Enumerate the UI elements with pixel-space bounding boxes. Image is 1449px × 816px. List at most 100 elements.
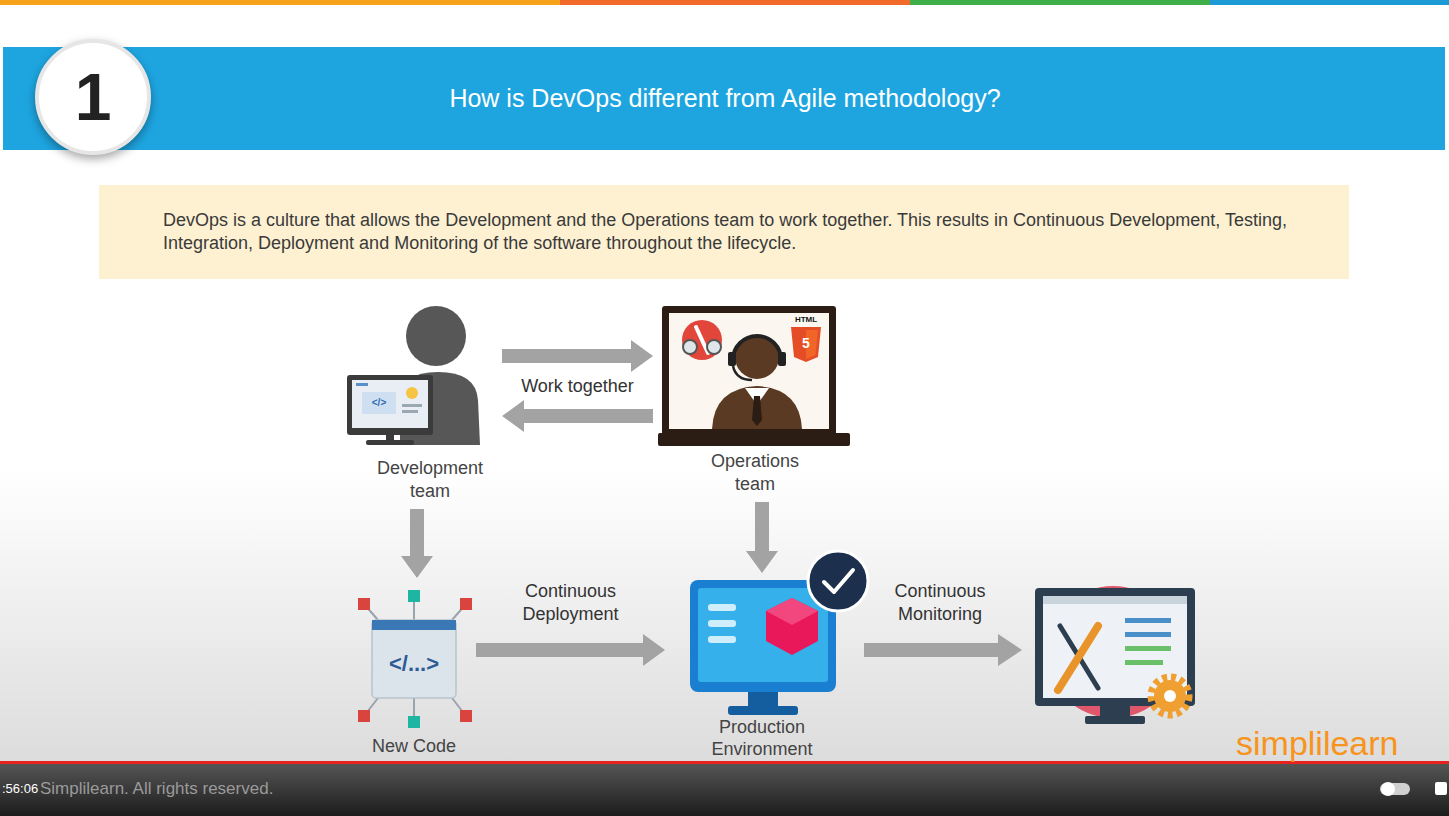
code-icon-part — [358, 710, 370, 722]
developer-icon-part — [352, 380, 428, 428]
server-icon-part — [824, 570, 853, 592]
player-controls-part — [1435, 782, 1447, 795]
developer-icon-part — [362, 392, 396, 414]
node-text: DevOps is a culture that allows the Deve… — [163, 209, 1313, 255]
monitoring-icon-part — [1043, 596, 1187, 604]
developer-icon-part — [406, 387, 418, 399]
color-stripe-part — [560, 0, 910, 5]
server-icon-part — [766, 598, 818, 655]
server-icon-part — [766, 598, 818, 625]
icon-text: HTML — [791, 315, 821, 325]
monitoring-icon-part — [1125, 646, 1171, 651]
server-icon-part — [728, 706, 798, 715]
color-stripe-part — [910, 0, 1210, 5]
node-text: New Code — [359, 735, 469, 758]
developer-icon-part — [347, 375, 433, 435]
developer-icon-part — [356, 383, 368, 386]
operations-icon — [658, 306, 850, 446]
flow-arrow — [476, 634, 665, 666]
monitoring-icon-part — [1164, 690, 1176, 702]
monitoring-icon-part — [1125, 618, 1171, 623]
flow-arrow — [746, 502, 778, 573]
server-icon-part — [698, 588, 828, 682]
color-stripe-part — [1210, 0, 1449, 5]
operations-icon-part — [662, 306, 836, 436]
operations-icon-part — [682, 320, 722, 360]
server-icon-part — [708, 604, 736, 611]
player-bar — [0, 764, 1449, 816]
definition-box: DevOps is a culture that allows the Deve… — [99, 185, 1349, 279]
title-band — [3, 47, 1445, 150]
player-controls — [1380, 782, 1447, 796]
operations-icon-part — [683, 340, 697, 354]
copyright-note: Simplilearn. All rights reserved. — [40, 779, 370, 799]
player-controls-part — [1380, 783, 1410, 795]
operations-icon-part — [658, 433, 850, 446]
monitoring-icon-part — [1125, 632, 1171, 637]
edge-label: Work together — [493, 375, 663, 398]
code-icon-part — [358, 598, 370, 610]
developer-icon-part — [366, 440, 414, 445]
operations-icon-part — [728, 352, 736, 366]
progress-line — [0, 761, 1449, 764]
node-text: Operations team — [695, 450, 815, 496]
developer-icon-part — [406, 306, 466, 366]
operations-icon-part — [733, 366, 752, 380]
code-icon-part — [364, 598, 466, 722]
player-controls-part — [1381, 782, 1395, 796]
operations-icon-part — [778, 352, 786, 366]
environment-node: Production Environment — [667, 575, 857, 764]
team-node: Operations team — [655, 302, 855, 500]
step-number: 1 — [35, 39, 151, 155]
flow-arrow — [502, 340, 653, 372]
monitoring-arrow — [864, 634, 1022, 666]
server-icon-part — [708, 636, 736, 643]
node-text: Production Environment — [697, 716, 827, 760]
flow-arrow — [401, 509, 433, 578]
monitoring-icon-part — [1058, 626, 1098, 690]
monitoring-icon-part — [1085, 716, 1145, 724]
server-icon-part — [808, 551, 868, 611]
developer-icon-part — [402, 410, 418, 413]
code-icon-part — [408, 716, 420, 728]
code-icon-part — [372, 620, 456, 698]
code-icon-part — [460, 598, 472, 610]
monitoring-icon-part — [1125, 660, 1163, 665]
operations-icon-part — [707, 340, 721, 354]
icon-text: </> — [362, 396, 396, 410]
monitoring-icon — [1035, 586, 1195, 724]
code-symbol: </...> — [372, 651, 456, 677]
server-icon-part — [708, 620, 736, 627]
operations-icon-part — [712, 386, 802, 429]
developer-icon — [347, 306, 480, 445]
monitoring-icon-part — [1154, 680, 1186, 712]
flow-arrow — [502, 400, 653, 432]
operations-icon-part — [696, 327, 708, 353]
server-icon — [690, 551, 868, 715]
edge-caption: Continuous Monitoring — [875, 580, 1005, 626]
color-stripe-part — [0, 0, 560, 5]
slide-title: How is DevOps different from Agile metho… — [150, 83, 1300, 113]
node-text: Development team — [365, 457, 495, 503]
server-icon-part — [748, 692, 778, 708]
icon-text: 5 — [796, 335, 816, 351]
color-stripe — [0, 0, 1449, 5]
code-icon — [358, 590, 472, 728]
code-icon-part — [460, 710, 472, 722]
code-icon-part — [372, 620, 456, 630]
edge-label: Continuous Deployment — [506, 580, 636, 626]
operations-icon-part — [791, 327, 821, 362]
code-icon-part — [408, 590, 420, 602]
monitoring-icon-part — [1151, 677, 1189, 715]
operations-icon-part — [752, 396, 762, 426]
operations-icon-part — [669, 313, 829, 429]
operations-icon-part — [733, 336, 781, 360]
brand-logo: simplilearn — [1236, 725, 1426, 761]
developer-icon-part — [402, 404, 422, 407]
step-number-text: 1 — [75, 64, 112, 130]
